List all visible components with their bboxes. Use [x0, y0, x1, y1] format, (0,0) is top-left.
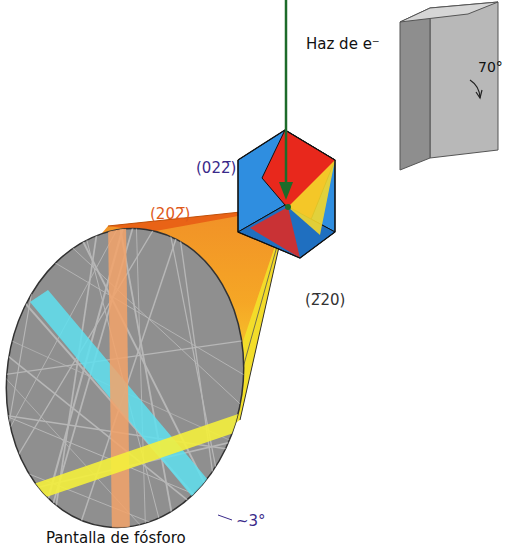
- plane-label: (2̅20): [305, 292, 345, 309]
- beam-label: Haz de e⁻: [306, 36, 380, 53]
- caption-label: Pantalla de fósforo: [46, 530, 186, 547]
- plane-label: (202̅): [150, 206, 190, 223]
- phosphor-screen: [0, 0, 493, 554]
- electron-beam: [279, 0, 293, 210]
- orange-band: [108, 220, 130, 540]
- angle-label: 70°: [478, 60, 503, 75]
- sample-holder: [400, 2, 498, 170]
- plane-label: (022̅): [196, 160, 236, 177]
- angle-label: ~3°: [236, 513, 266, 530]
- yellow-band: [10, 410, 254, 508]
